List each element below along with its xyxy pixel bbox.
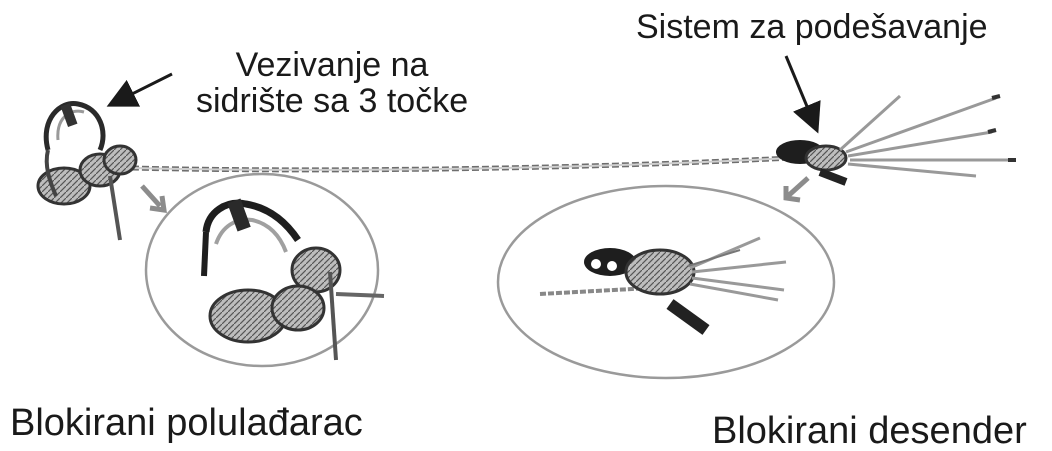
anchor-label-line1: Vezivanje na [196, 48, 468, 84]
anchor-pointer-arrow [112, 74, 172, 104]
anchor-label: Vezivanje na sidrište sa 3 točke [196, 48, 468, 119]
anchor-label-line2: sidrište sa 3 točke [196, 84, 468, 120]
munter-hitch-label: Blokirani polulađarac [10, 404, 363, 444]
zoom-arrow-right [786, 178, 808, 200]
munter-detail-drawing [204, 199, 384, 360]
adjust-system-label: Sistem za podešavanje [636, 10, 988, 46]
zoom-arrow-left [142, 186, 164, 210]
adjust-pointer-arrow [786, 56, 816, 128]
descender-label: Blokirani desender [712, 412, 1027, 451]
descender-detail-drawing [540, 238, 786, 330]
anchor-knot-small [38, 103, 136, 240]
descender-small [776, 96, 1016, 182]
